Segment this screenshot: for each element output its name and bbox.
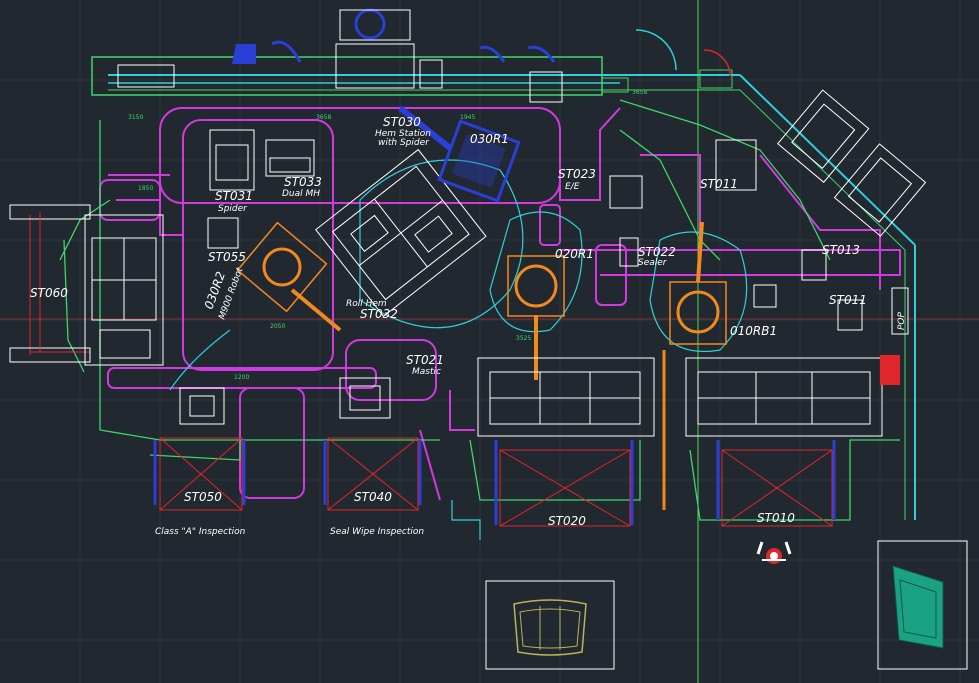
exclusion-zones — [29, 215, 833, 527]
label-st023-sub: E/E — [565, 182, 580, 192]
fixtures-st050-st040 — [179, 377, 391, 425]
fixture-st010 — [685, 357, 883, 437]
robot-010rb1 — [662, 221, 727, 510]
pop-station — [880, 287, 909, 385]
hem-station-st030 — [315, 148, 487, 318]
label-020r1: 020R1 — [555, 247, 594, 261]
label-st030-sub1: Hem Station — [375, 129, 431, 139]
dim-2: 3658 — [316, 114, 331, 121]
st031-st033-equipment — [207, 129, 315, 249]
walkway-network — [99, 107, 901, 501]
robot-020r1 — [507, 255, 565, 380]
label-st050: ST050 — [184, 490, 222, 504]
hem-station-blue-tool — [437, 119, 521, 203]
label-st011-top: ST011 — [700, 177, 738, 191]
dim-6: 1200 — [234, 374, 249, 381]
label-st055: ST055 — [208, 250, 246, 264]
label-st031-sub: Spider — [218, 204, 248, 214]
right-side-equipment — [609, 89, 927, 331]
label-st021-sub: Mastic — [412, 367, 441, 377]
label-st032: ST032 — [360, 307, 398, 321]
label-st013: ST013 — [822, 243, 860, 257]
dim-3: 1945 — [460, 114, 475, 121]
label-st020: ST020 — [548, 514, 586, 528]
top-tooling-carts — [117, 8, 731, 103]
label-st021: ST021 — [406, 353, 444, 367]
fixture-st060 — [9, 204, 164, 366]
label-class-a-inspection: Class "A" Inspection — [155, 527, 246, 537]
label-seal-wipe-inspection: Seal Wipe Inspection — [330, 527, 424, 537]
dim-8: 1850 — [138, 185, 153, 192]
label-st023: ST023 — [558, 167, 596, 181]
blue-transfer-arm — [398, 105, 452, 151]
hood-panel-preview — [877, 540, 968, 670]
robot-envelopes — [169, 159, 748, 540]
label-st010: ST010 — [757, 511, 795, 525]
dim-7: 3525 — [516, 335, 531, 342]
label-st031: ST031 — [215, 189, 253, 203]
door-panel-preview — [485, 580, 615, 670]
operator-icon — [756, 541, 792, 564]
label-roll-hem: Roll Hem — [346, 299, 387, 309]
label-st030: ST030 — [383, 115, 421, 129]
label-030r1: 030R1 — [470, 132, 509, 146]
dim-5: 2050 — [270, 323, 285, 330]
guard-boundaries — [59, 99, 900, 521]
label-st022-sub: Sealer — [638, 258, 668, 268]
label-st060: ST060 — [30, 286, 68, 300]
dim-4: 3658 — [632, 89, 647, 96]
label-st033: ST033 — [284, 175, 322, 189]
label-st040: ST040 — [354, 490, 392, 504]
label-pop: POP — [897, 311, 907, 330]
robot-030r2 — [236, 221, 342, 332]
dimension-labels: 3150 3658 1945 3658 2050 1200 3525 1850 — [128, 89, 647, 381]
label-st011-right: ST011 — [829, 293, 867, 307]
fixture-st020 — [477, 357, 655, 437]
bottom-rails — [153, 440, 836, 525]
label-010rb1: 010RB1 — [730, 324, 777, 338]
label-st030-sub2: with Spider — [378, 138, 430, 148]
label-st033-sub: Dual MH — [282, 189, 320, 199]
label-st022: ST022 — [638, 245, 676, 259]
dim-1: 3150 — [128, 114, 143, 121]
top-conveyor — [91, 56, 916, 520]
